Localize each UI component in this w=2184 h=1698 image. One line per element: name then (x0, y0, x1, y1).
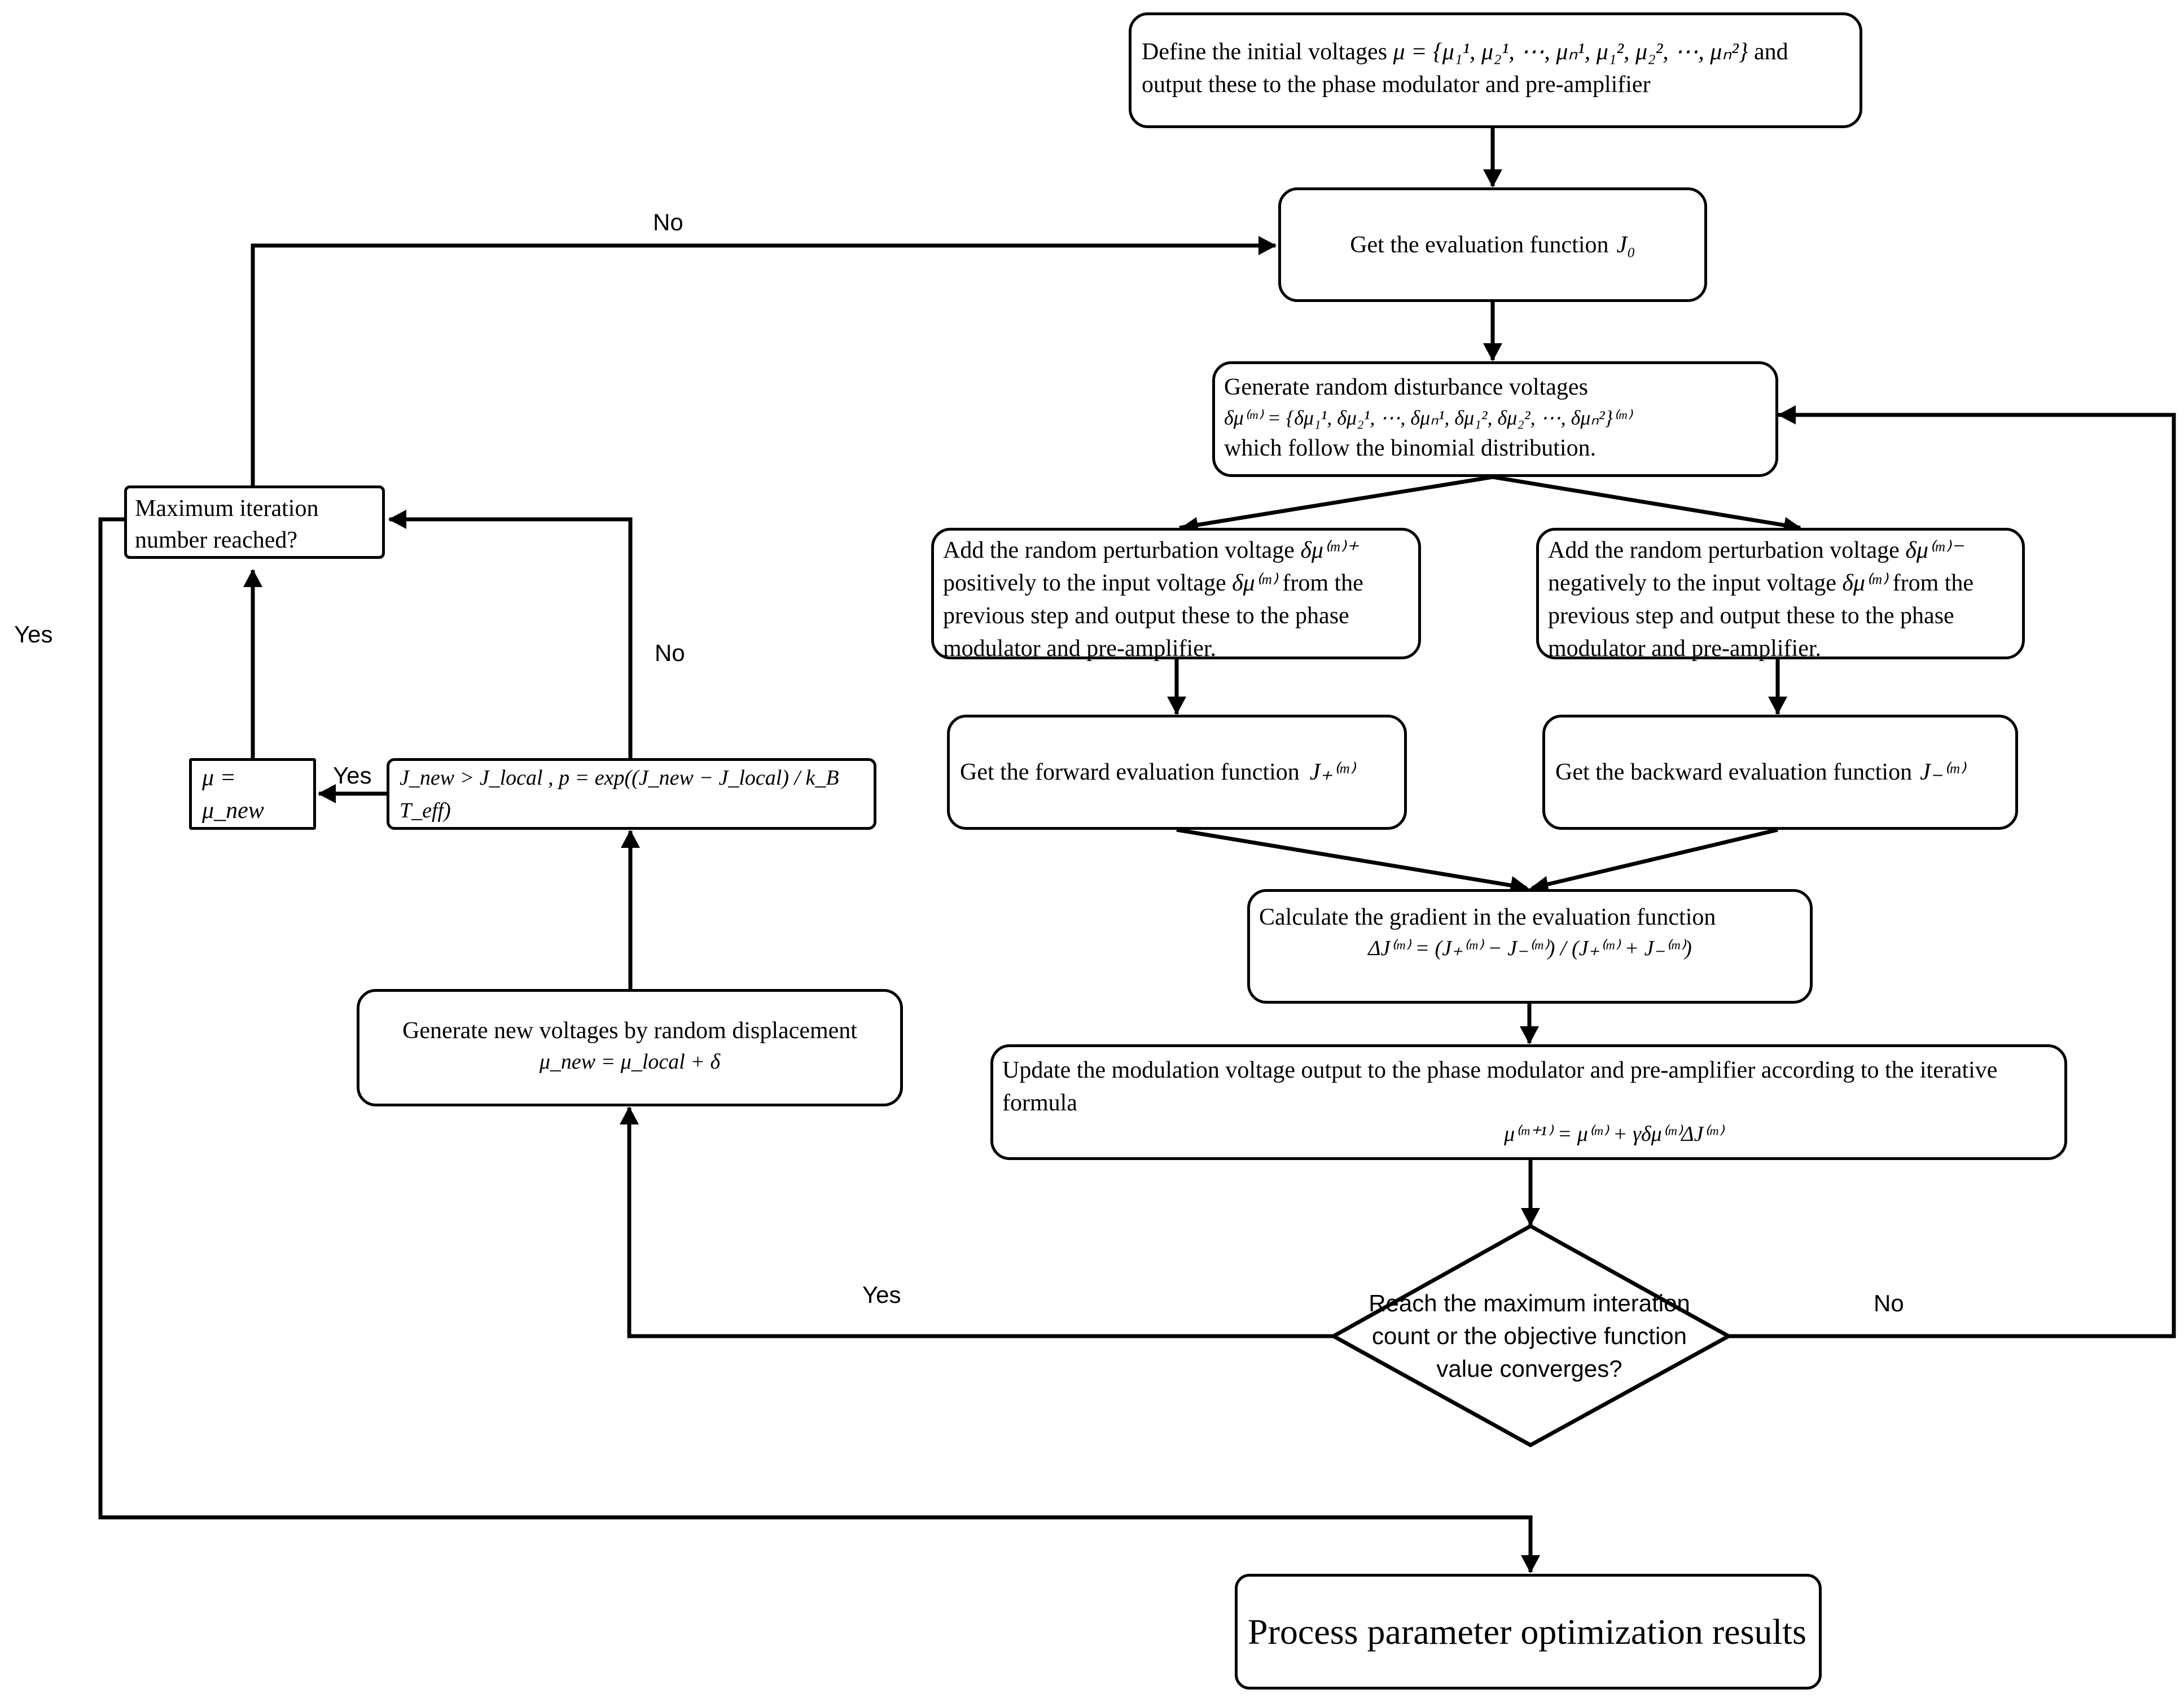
max-iteration-box: Maximum iteration number reached? (124, 485, 385, 559)
arrowhead-decision (1521, 1208, 1540, 1226)
pos-label: Add the random perturbation voltage (943, 537, 1295, 563)
arrowhead-eval0-loop (1258, 236, 1277, 255)
init-label: Define the initial voltages (1142, 39, 1388, 65)
arrowhead-bwd (1768, 697, 1787, 715)
neg-formula: δμ⁽ᵐ⁾⁻ (1905, 537, 1963, 563)
neg-label-2: negatively to the input voltage (1548, 570, 1836, 596)
pos-formula-2: δμ⁽ᵐ⁾ (1232, 570, 1277, 596)
disturb-label-2: which follow the binomial distribution. (1224, 435, 1597, 461)
arrow-decision-no-loop (1729, 413, 2176, 1338)
eval0-label: Get the evaluation function (1350, 231, 1609, 258)
update-formula: μ⁽ᵐ⁺¹⁾ = μ⁽ᵐ⁾ + γδμ⁽ᵐ⁾ΔJ⁽ᵐ⁾ (1504, 1122, 1723, 1146)
arrowhead-update (1520, 1026, 1539, 1044)
arrowhead-disturb-loop (1778, 405, 1796, 424)
arrow-fwd-to-grad (1176, 828, 1527, 890)
grad-formula: ΔJ⁽ᵐ⁾ = (J₊⁽ᵐ⁾ − J₋⁽ᵐ⁾) / (J₊⁽ᵐ⁾ + J₋⁽ᵐ⁾… (1368, 936, 1692, 960)
neg-label: Add the random perturbation voltage (1548, 537, 1900, 563)
label-yes-left: Yes (14, 621, 53, 647)
pos-formula: δμ⁽ᵐ⁾⁺ (1300, 537, 1358, 563)
arrow-accept-no (389, 517, 633, 758)
arrowhead-assign (318, 784, 336, 803)
fwd-formula: J₊⁽ᵐ⁾ (1309, 759, 1354, 785)
newvolt-formula: μ_new = μ_local + δ (539, 1050, 721, 1074)
arrowhead-disturb (1483, 343, 1502, 361)
new-voltages-box: Generate new voltages by random displace… (357, 989, 903, 1106)
label-no-top: No (653, 209, 683, 235)
fwd-label: Get the forward evaluation function (960, 759, 1300, 785)
accept-formula: J_new > J_local , p = exp((J_new − J_loc… (400, 765, 839, 822)
init-voltages-box: Define the initial voltages μ = {μ₁¹, μ₂… (1129, 12, 1862, 128)
disturb-label: Generate random disturbance voltages (1224, 374, 1588, 400)
pos-label-3: from the previous step and output these … (943, 570, 1363, 662)
arrow-bwd-to-grad (1532, 828, 1778, 890)
evaluation-function-box: Get the evaluation function J₀ (1278, 187, 1707, 302)
arrowhead-newvolt (620, 1106, 639, 1124)
decision-diamond (1329, 1223, 1733, 1447)
arrowhead-fwd (1167, 697, 1186, 715)
label-yes-assign: Yes (333, 762, 372, 789)
negative-perturbation-box: Add the random perturbation voltage δμ⁽ᵐ… (1536, 528, 2025, 662)
disturb-formula: δμ⁽ᵐ⁾ = {δμ₁¹, δμ₂¹, ⋯, δμₙ¹, δμ₁², δμ₂²… (1224, 406, 1632, 429)
assign-box: μ = μ_new (189, 758, 316, 830)
forward-evaluation-box: Get the forward evaluation function J₊⁽ᵐ… (947, 715, 1407, 830)
positive-perturbation-box: Add the random perturbation voltage δμ⁽ᵐ… (931, 528, 1421, 662)
acceptance-criterion-box: J_new > J_local , p = exp((J_new − J_loc… (387, 758, 876, 830)
arrowhead-result (1521, 1555, 1540, 1573)
random-disturbance-box: Generate random disturbance voltages δμ⁽… (1212, 361, 1778, 477)
neg-label-3: from the previous step and output these … (1548, 570, 1974, 662)
label-no-mid: No (655, 640, 685, 666)
decision-text: Reach the maximum interation count or th… (1369, 1290, 1690, 1382)
maxiter-label: Maximum iteration number reached? (135, 496, 319, 553)
arrow-maxiter-no (251, 243, 1275, 485)
arrowhead-accept (621, 830, 640, 848)
pos-label-2: positively to the input voltage (943, 570, 1226, 596)
gradient-box: Calculate the gradient in the evaluation… (1247, 889, 1813, 1004)
init-label-2: and output these to the phase modulator … (1142, 39, 1788, 98)
init-formula: μ = {μ₁¹, μ₂¹, ⋯, μₙ¹, μ₁², μ₂², ⋯, μₙ²} (1393, 39, 1748, 65)
arrow-decision-yes (627, 1108, 1334, 1338)
assign-formula: μ = μ_new (202, 764, 264, 824)
bwd-label: Get the backward evaluation function (1555, 759, 1913, 785)
neg-formula-2: δμ⁽ᵐ⁾ (1842, 570, 1887, 596)
bwd-formula: J₋⁽ᵐ⁾ (1920, 759, 1965, 785)
result-label: Process parameter optimization results (1248, 1611, 1806, 1652)
arrowhead-eval0 (1483, 169, 1502, 187)
grad-label: Calculate the gradient in the evaluation… (1259, 904, 1716, 930)
backward-evaluation-box: Get the backward evaluation function J₋⁽… (1542, 715, 2018, 830)
result-box: Process parameter optimization results (1235, 1574, 1822, 1690)
arrow-disturb-to-pos (1179, 475, 1493, 530)
eval0-formula: J₀ (1616, 231, 1635, 258)
arrow-maxiter-yes (98, 517, 1533, 1572)
newvolt-label: Generate new voltages by random displace… (402, 1018, 857, 1044)
update-label: Update the modulation voltage output to … (1002, 1057, 1998, 1116)
arrow-disturb-to-neg (1492, 475, 1801, 530)
arrowhead-maxiter (243, 569, 262, 587)
label-no-right: No (1874, 1290, 1904, 1316)
update-voltage-box: Update the modulation voltage output to … (990, 1044, 2067, 1160)
arrowhead-maxiter-no (388, 510, 406, 529)
label-yes-decision: Yes (862, 1281, 901, 1308)
